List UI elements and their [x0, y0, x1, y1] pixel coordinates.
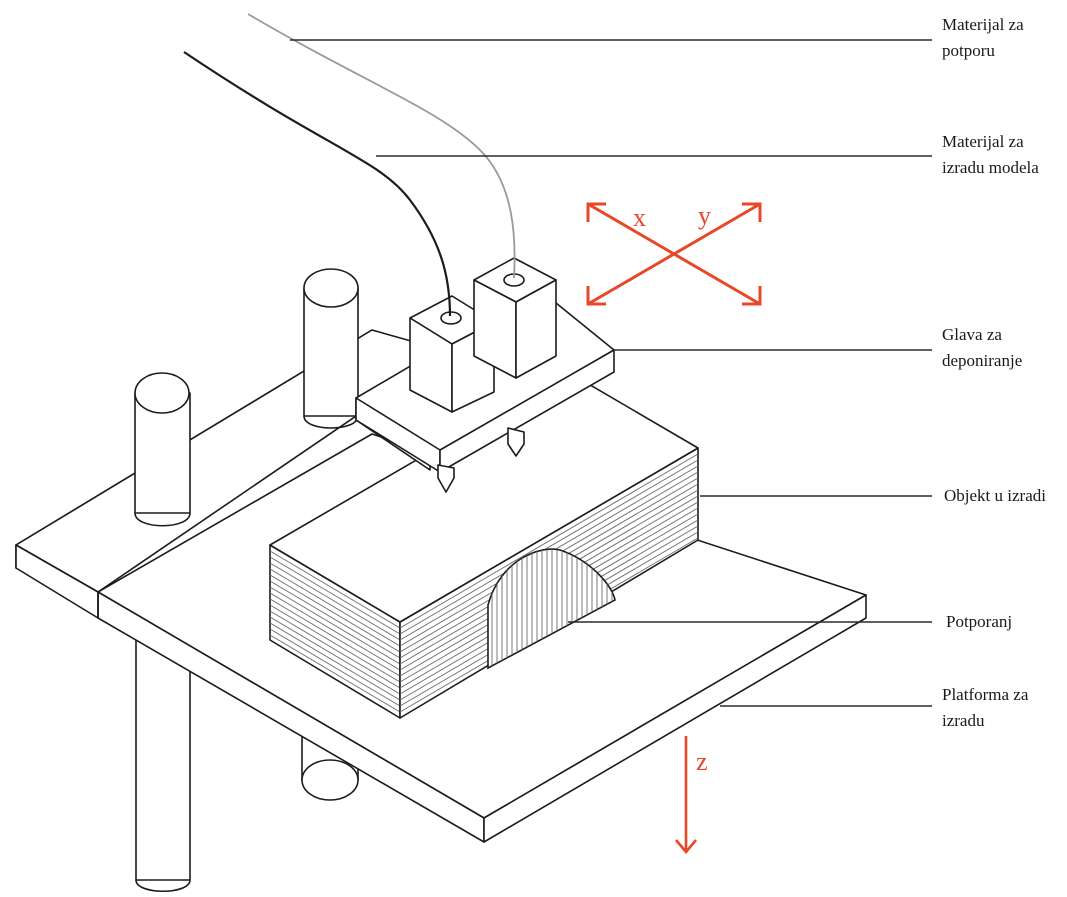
layer-line [270, 580, 400, 659]
layer-line [270, 604, 400, 683]
label-support-material-line2: potporu [942, 41, 995, 60]
label-deposition-head-line2: deponiranje [942, 351, 1022, 370]
z-axis-arrow: z [675, 736, 708, 855]
callout-build-platform: Platforma za izradu [942, 685, 1029, 730]
deposition-head [355, 257, 615, 493]
xy-axis-arrows: x y [586, 201, 762, 306]
support-region [487, 548, 616, 670]
label-model-material-line1: Materijal za [942, 132, 1024, 151]
label-object-in-build: Objekt u izradi [944, 486, 1046, 505]
layer-line [270, 616, 400, 695]
support-filament [247, 13, 516, 279]
leader-lines [290, 39, 932, 707]
layer-line [270, 598, 400, 677]
callout-support-material: Materijal za potporu [942, 15, 1024, 60]
callout-support: Potporanj [946, 612, 1012, 631]
layer-line [270, 550, 400, 629]
layer-line [270, 568, 400, 647]
layer-line [270, 634, 400, 713]
label-build-platform-line1: Platforma za [942, 685, 1029, 704]
axis-x-label: x [633, 203, 646, 232]
label-deposition-head-line1: Glava za [942, 325, 1002, 344]
layer-line [400, 459, 698, 635]
guide-cylinder-left [134, 372, 191, 527]
guide-cylinder-rear [303, 268, 359, 429]
nozzle-model [437, 464, 455, 493]
label-model-material-line2: izradu modela [942, 158, 1039, 177]
label-support: Potporanj [946, 612, 1012, 631]
axis-z-label: z [696, 747, 708, 776]
layer-line [270, 586, 400, 665]
layer-line [400, 453, 698, 629]
layer-line [270, 628, 400, 707]
layer-line [270, 556, 400, 635]
layer-line [270, 622, 400, 701]
callout-deposition-head: Glava za deponiranje [942, 325, 1022, 370]
layer-line [270, 592, 400, 671]
callout-model-material: Materijal za izradu modela [942, 132, 1039, 177]
model-filament [183, 51, 452, 317]
label-build-platform-line2: izradu [942, 711, 985, 730]
label-support-material-line1: Materijal za [942, 15, 1024, 34]
nozzle-support [507, 427, 525, 457]
callout-object-in-build: Objekt u izradi [944, 486, 1046, 505]
layer-line [270, 610, 400, 689]
object-in-build [269, 371, 699, 719]
layer-line [270, 562, 400, 641]
axis-y-label: y [698, 201, 711, 230]
layer-line [270, 574, 400, 653]
